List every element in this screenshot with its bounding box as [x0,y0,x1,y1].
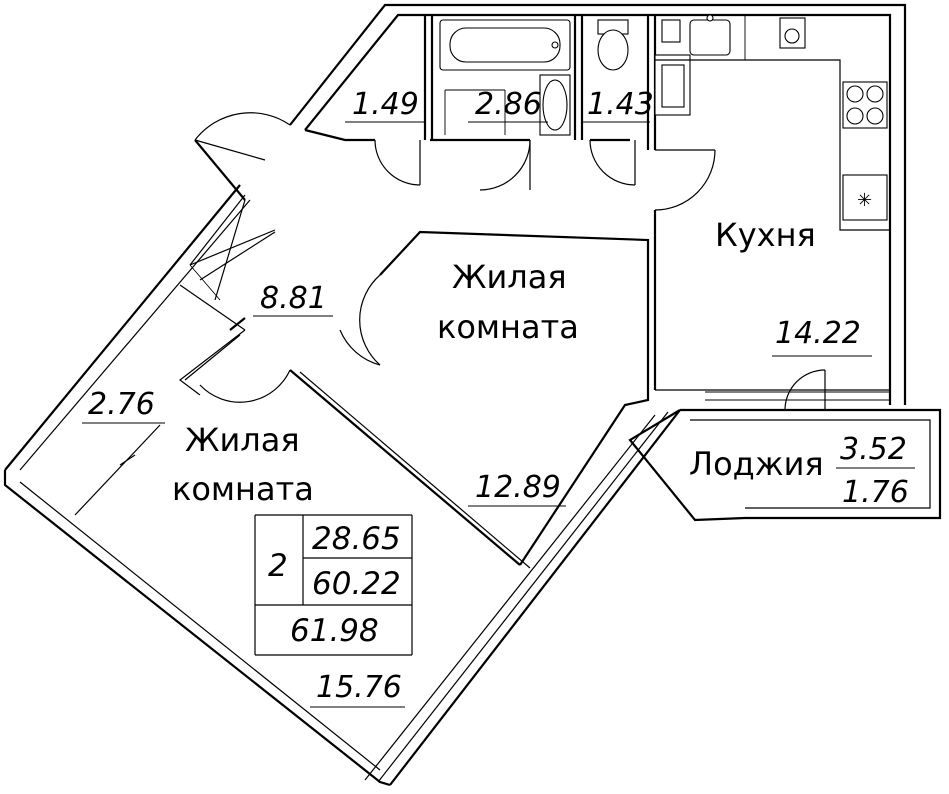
washing-machine-icon [654,54,691,116]
stove-icon [842,81,888,129]
living-lower-area: 15.76 [316,670,402,705]
living-upper-name-1: Жилая [452,258,567,296]
kitchen-counter [655,15,890,231]
living-upper-area: 12.89 [475,470,561,505]
total-area: 60.22 [312,566,401,602]
svg-text:✳: ✳ [857,190,872,211]
bathtub-icon [439,19,571,71]
area-labels: 1.49 2.86 1.43 8.81 2.76 14.22 12.89 15.… [82,87,915,708]
doors [194,112,890,411]
living-upper-name-2: комната [437,308,579,346]
room-labels: Жилая комната Жилая комната Кухня Лоджия [172,216,824,508]
loggia-name: Лоджия [689,445,824,483]
storage-area: 2.76 [88,387,155,422]
toilet-icon [597,19,629,71]
hall-area: 8.81 [260,281,327,316]
kitchen-name: Кухня [715,216,816,254]
rooms-count: 2 [268,548,288,584]
outer-walls [3,3,942,787]
oven-icon: ✳ [842,174,888,221]
living-area-total: 28.65 [312,521,401,557]
loggia-area-reduced: 1.76 [842,475,909,510]
boiler-icon [779,17,806,49]
living-lower-name-1: Жилая [185,421,300,459]
fixtures: ✳ [439,14,890,231]
loggia-area-full: 3.52 [840,432,907,467]
bathroom-area: 2.86 [475,87,542,122]
kitchen-area: 14.22 [775,316,861,351]
total-with-loggia: 61.98 [290,613,379,649]
corridor-area: 1.49 [352,87,419,122]
living-lower-name-2: комната [172,470,314,508]
sink-icon [539,74,571,136]
kitchen-sink-icon [661,14,731,56]
interior-walls [74,15,890,569]
summary-box: 2 28.65 60.22 61.98 [254,514,413,656]
wet-room-details [444,89,506,135]
wc-area: 1.43 [587,87,654,122]
